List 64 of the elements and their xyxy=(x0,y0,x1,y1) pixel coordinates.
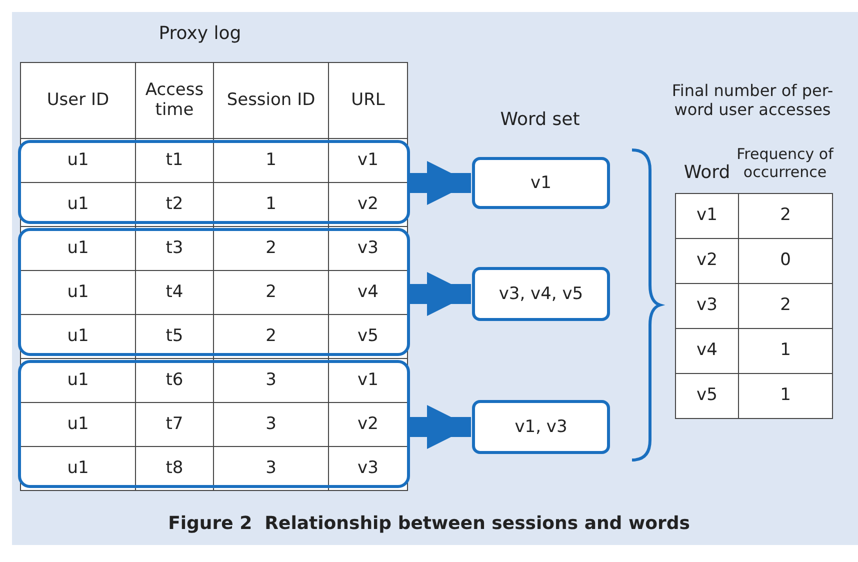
table-cell: v3 xyxy=(328,446,408,491)
table-cell: v4 xyxy=(328,270,408,315)
word-list: v3, v4, v5 xyxy=(498,284,584,304)
table-cell: t7 xyxy=(135,402,214,447)
table-cell: t6 xyxy=(135,358,214,403)
table-cell: t4 xyxy=(135,270,214,315)
table-cell: 2 xyxy=(213,226,329,271)
figure-caption: Figure 2 Relationship between sessions and words xyxy=(167,512,691,536)
block-arrow xyxy=(410,405,471,449)
table-cell: 3 xyxy=(213,358,329,403)
table-cell: 3 xyxy=(213,446,329,491)
table-header-text: Frequency of occurrence xyxy=(736,144,835,183)
table-cell: 1 xyxy=(213,182,329,227)
table-cell: v3 xyxy=(675,283,739,329)
table-header-cell: URL xyxy=(328,62,408,139)
table-cell: v1 xyxy=(675,193,739,239)
table-cell: 3 xyxy=(213,402,329,447)
table-cell: v2 xyxy=(328,402,408,447)
block-arrow xyxy=(410,161,471,205)
word-set-box xyxy=(472,157,610,209)
table-cell: v1 xyxy=(328,138,408,183)
table-cell: v2 xyxy=(328,182,408,227)
table-cell: v5 xyxy=(675,373,739,419)
table-cell: v4 xyxy=(675,328,739,374)
table-cell: t5 xyxy=(135,314,214,359)
table-header-cell: Session ID xyxy=(213,62,329,139)
word-list: v1, v3 xyxy=(514,417,568,437)
table-cell: u1 xyxy=(20,314,136,359)
table-cell: 1 xyxy=(738,328,833,374)
session-group-outline xyxy=(18,360,410,488)
table-cell: t3 xyxy=(135,226,214,271)
table-cell: v1 xyxy=(328,358,408,403)
table-cell: v2 xyxy=(675,238,739,284)
table-title: Proxy log xyxy=(158,22,242,46)
word-set-box xyxy=(472,400,610,454)
table-header-text: Word xyxy=(682,160,732,184)
word-set-box xyxy=(472,267,610,321)
session-group-outline xyxy=(18,140,410,224)
block-arrow xyxy=(410,272,471,316)
table-cell: u1 xyxy=(20,138,136,183)
table-cell: 2 xyxy=(213,314,329,359)
table-cell: t2 xyxy=(135,182,214,227)
table-title: Final number of per-word user accesses xyxy=(670,80,834,121)
table-cell: t8 xyxy=(135,446,214,491)
table-cell: 1 xyxy=(738,373,833,419)
table-cell: 2 xyxy=(213,270,329,315)
table-cell: 1 xyxy=(213,138,329,183)
table-cell: 2 xyxy=(738,193,833,239)
table-cell: u1 xyxy=(20,182,136,227)
table-cell: u1 xyxy=(20,402,136,447)
column-heading: Word set xyxy=(499,108,581,132)
word-list: v1 xyxy=(530,173,552,193)
table-cell: 2 xyxy=(738,283,833,329)
table-cell: u1 xyxy=(20,226,136,271)
table-cell: u1 xyxy=(20,358,136,403)
session-group-outline xyxy=(18,228,410,356)
table-cell: u1 xyxy=(20,270,136,315)
table-cell: 0 xyxy=(738,238,833,284)
table-header-cell: User ID xyxy=(20,62,136,139)
table-cell: u1 xyxy=(20,446,136,491)
table-cell: t1 xyxy=(135,138,214,183)
table-cell: v3 xyxy=(328,226,408,271)
table-header-cell: Access time xyxy=(135,62,214,139)
table-cell: v5 xyxy=(328,314,408,359)
